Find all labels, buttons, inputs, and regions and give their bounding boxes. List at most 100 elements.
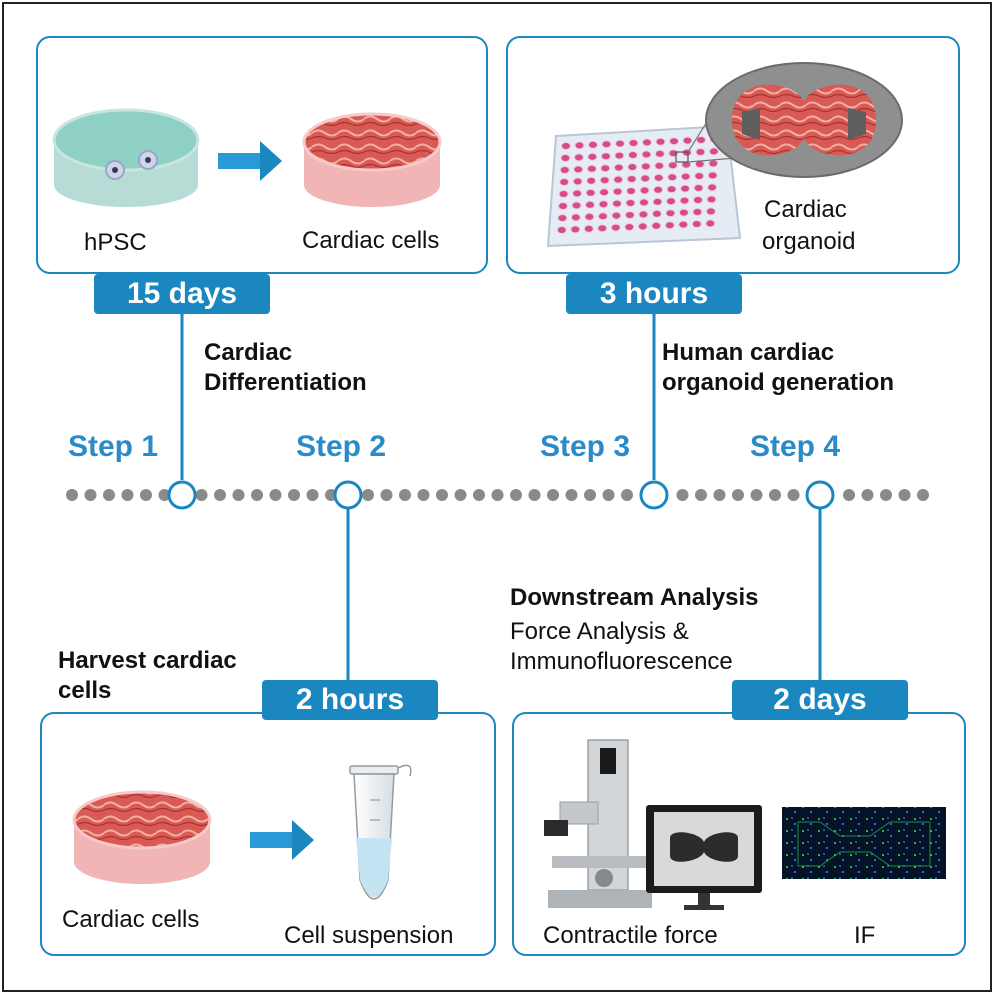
cardiac-cells-dish-icon xyxy=(72,790,212,884)
timeline-dot xyxy=(121,489,134,501)
well xyxy=(625,199,636,207)
well xyxy=(682,136,693,145)
duration-tab-step3: 3 hours xyxy=(566,274,742,314)
step1-title-line1: Cardiac xyxy=(204,339,293,366)
timeline-dot xyxy=(917,489,929,501)
timeline-dot xyxy=(399,489,411,501)
well xyxy=(708,147,719,156)
label-cardiac-cells-step2: Cardiac cells xyxy=(62,906,200,933)
timeline-dots xyxy=(66,489,929,501)
timeline-dot xyxy=(436,489,448,501)
step2-title-line1: Harvest cardiac xyxy=(58,647,237,674)
monitor-icon xyxy=(646,805,762,910)
timeline-dot xyxy=(158,489,171,501)
step4-subtitle-line2: Immunofluorescence xyxy=(510,648,733,675)
timeline-dot xyxy=(269,489,282,501)
timeline-dot xyxy=(547,489,559,501)
well xyxy=(612,199,622,208)
well xyxy=(615,139,625,148)
arrow-right-icon xyxy=(218,141,282,181)
timeline-dot xyxy=(528,489,541,501)
step4-title-line1: Downstream Analysis xyxy=(510,584,759,611)
well xyxy=(624,223,635,231)
duration-tab-step2: 2 hours xyxy=(262,680,438,720)
well xyxy=(705,219,716,228)
well xyxy=(597,224,608,233)
well xyxy=(655,137,666,146)
organoid-icon xyxy=(705,62,903,178)
timeline-dot xyxy=(584,489,596,501)
well xyxy=(597,212,608,221)
well xyxy=(665,209,676,218)
step4-label: Step 4 xyxy=(750,430,841,463)
well xyxy=(574,141,585,150)
well xyxy=(586,176,597,185)
well xyxy=(693,196,703,204)
timeline-dot xyxy=(66,489,78,501)
well xyxy=(654,149,665,158)
well xyxy=(653,173,664,182)
label-cell-suspension: Cell suspension xyxy=(284,922,454,949)
well xyxy=(588,140,598,149)
well xyxy=(627,151,638,159)
well xyxy=(640,162,651,171)
well xyxy=(694,172,705,180)
duration-tab-step4: 2 days xyxy=(732,680,908,720)
well xyxy=(560,154,571,162)
timeline-dot xyxy=(195,489,208,501)
well xyxy=(627,163,638,171)
well xyxy=(651,209,662,218)
timeline-dot xyxy=(565,489,578,501)
timeline-dot xyxy=(306,489,319,501)
well xyxy=(601,140,612,149)
label-cardiac-cells-step1: Cardiac cells xyxy=(302,227,440,254)
step4-subtitle-line1: Force Analysis & xyxy=(510,618,689,645)
well xyxy=(583,224,594,233)
label-hpsc: hPSC xyxy=(84,229,147,256)
well xyxy=(696,136,706,144)
well xyxy=(599,176,610,185)
well xyxy=(654,161,665,170)
well xyxy=(556,226,567,234)
well xyxy=(638,210,649,219)
well xyxy=(642,138,652,147)
timeline-dot xyxy=(362,489,374,501)
step1-label: Step 1 xyxy=(68,430,159,463)
well xyxy=(600,164,611,173)
timeline-dot xyxy=(288,489,300,501)
timeline-dot xyxy=(491,489,504,501)
timeline-dot xyxy=(750,489,763,501)
well xyxy=(706,195,717,204)
cardiac-cells-dish-icon xyxy=(302,112,442,207)
well xyxy=(558,190,569,198)
well xyxy=(600,152,611,161)
label-if: IF xyxy=(854,922,876,949)
well xyxy=(626,187,637,195)
well xyxy=(626,175,637,183)
well xyxy=(669,137,679,146)
label-contractile-force: Contractile force xyxy=(543,922,718,949)
timeline-dot xyxy=(843,489,855,501)
well xyxy=(613,163,624,172)
well xyxy=(611,211,622,220)
well xyxy=(598,200,609,209)
well xyxy=(599,188,610,197)
timeline-dot xyxy=(676,489,689,501)
well xyxy=(639,198,649,207)
timeline-dot xyxy=(103,489,115,501)
timeline-dot xyxy=(84,489,97,501)
step1-title-line2: Differentiation xyxy=(204,369,367,396)
well xyxy=(572,189,583,198)
fluorescence-image-icon xyxy=(782,807,946,879)
well xyxy=(708,159,719,168)
well xyxy=(651,221,662,230)
well xyxy=(624,211,635,219)
step3-label: Step 3 xyxy=(540,430,631,463)
well xyxy=(705,207,716,216)
well xyxy=(664,221,675,230)
timeline-dot xyxy=(510,489,522,501)
step2-label: Step 2 xyxy=(296,430,387,463)
well xyxy=(573,165,584,174)
